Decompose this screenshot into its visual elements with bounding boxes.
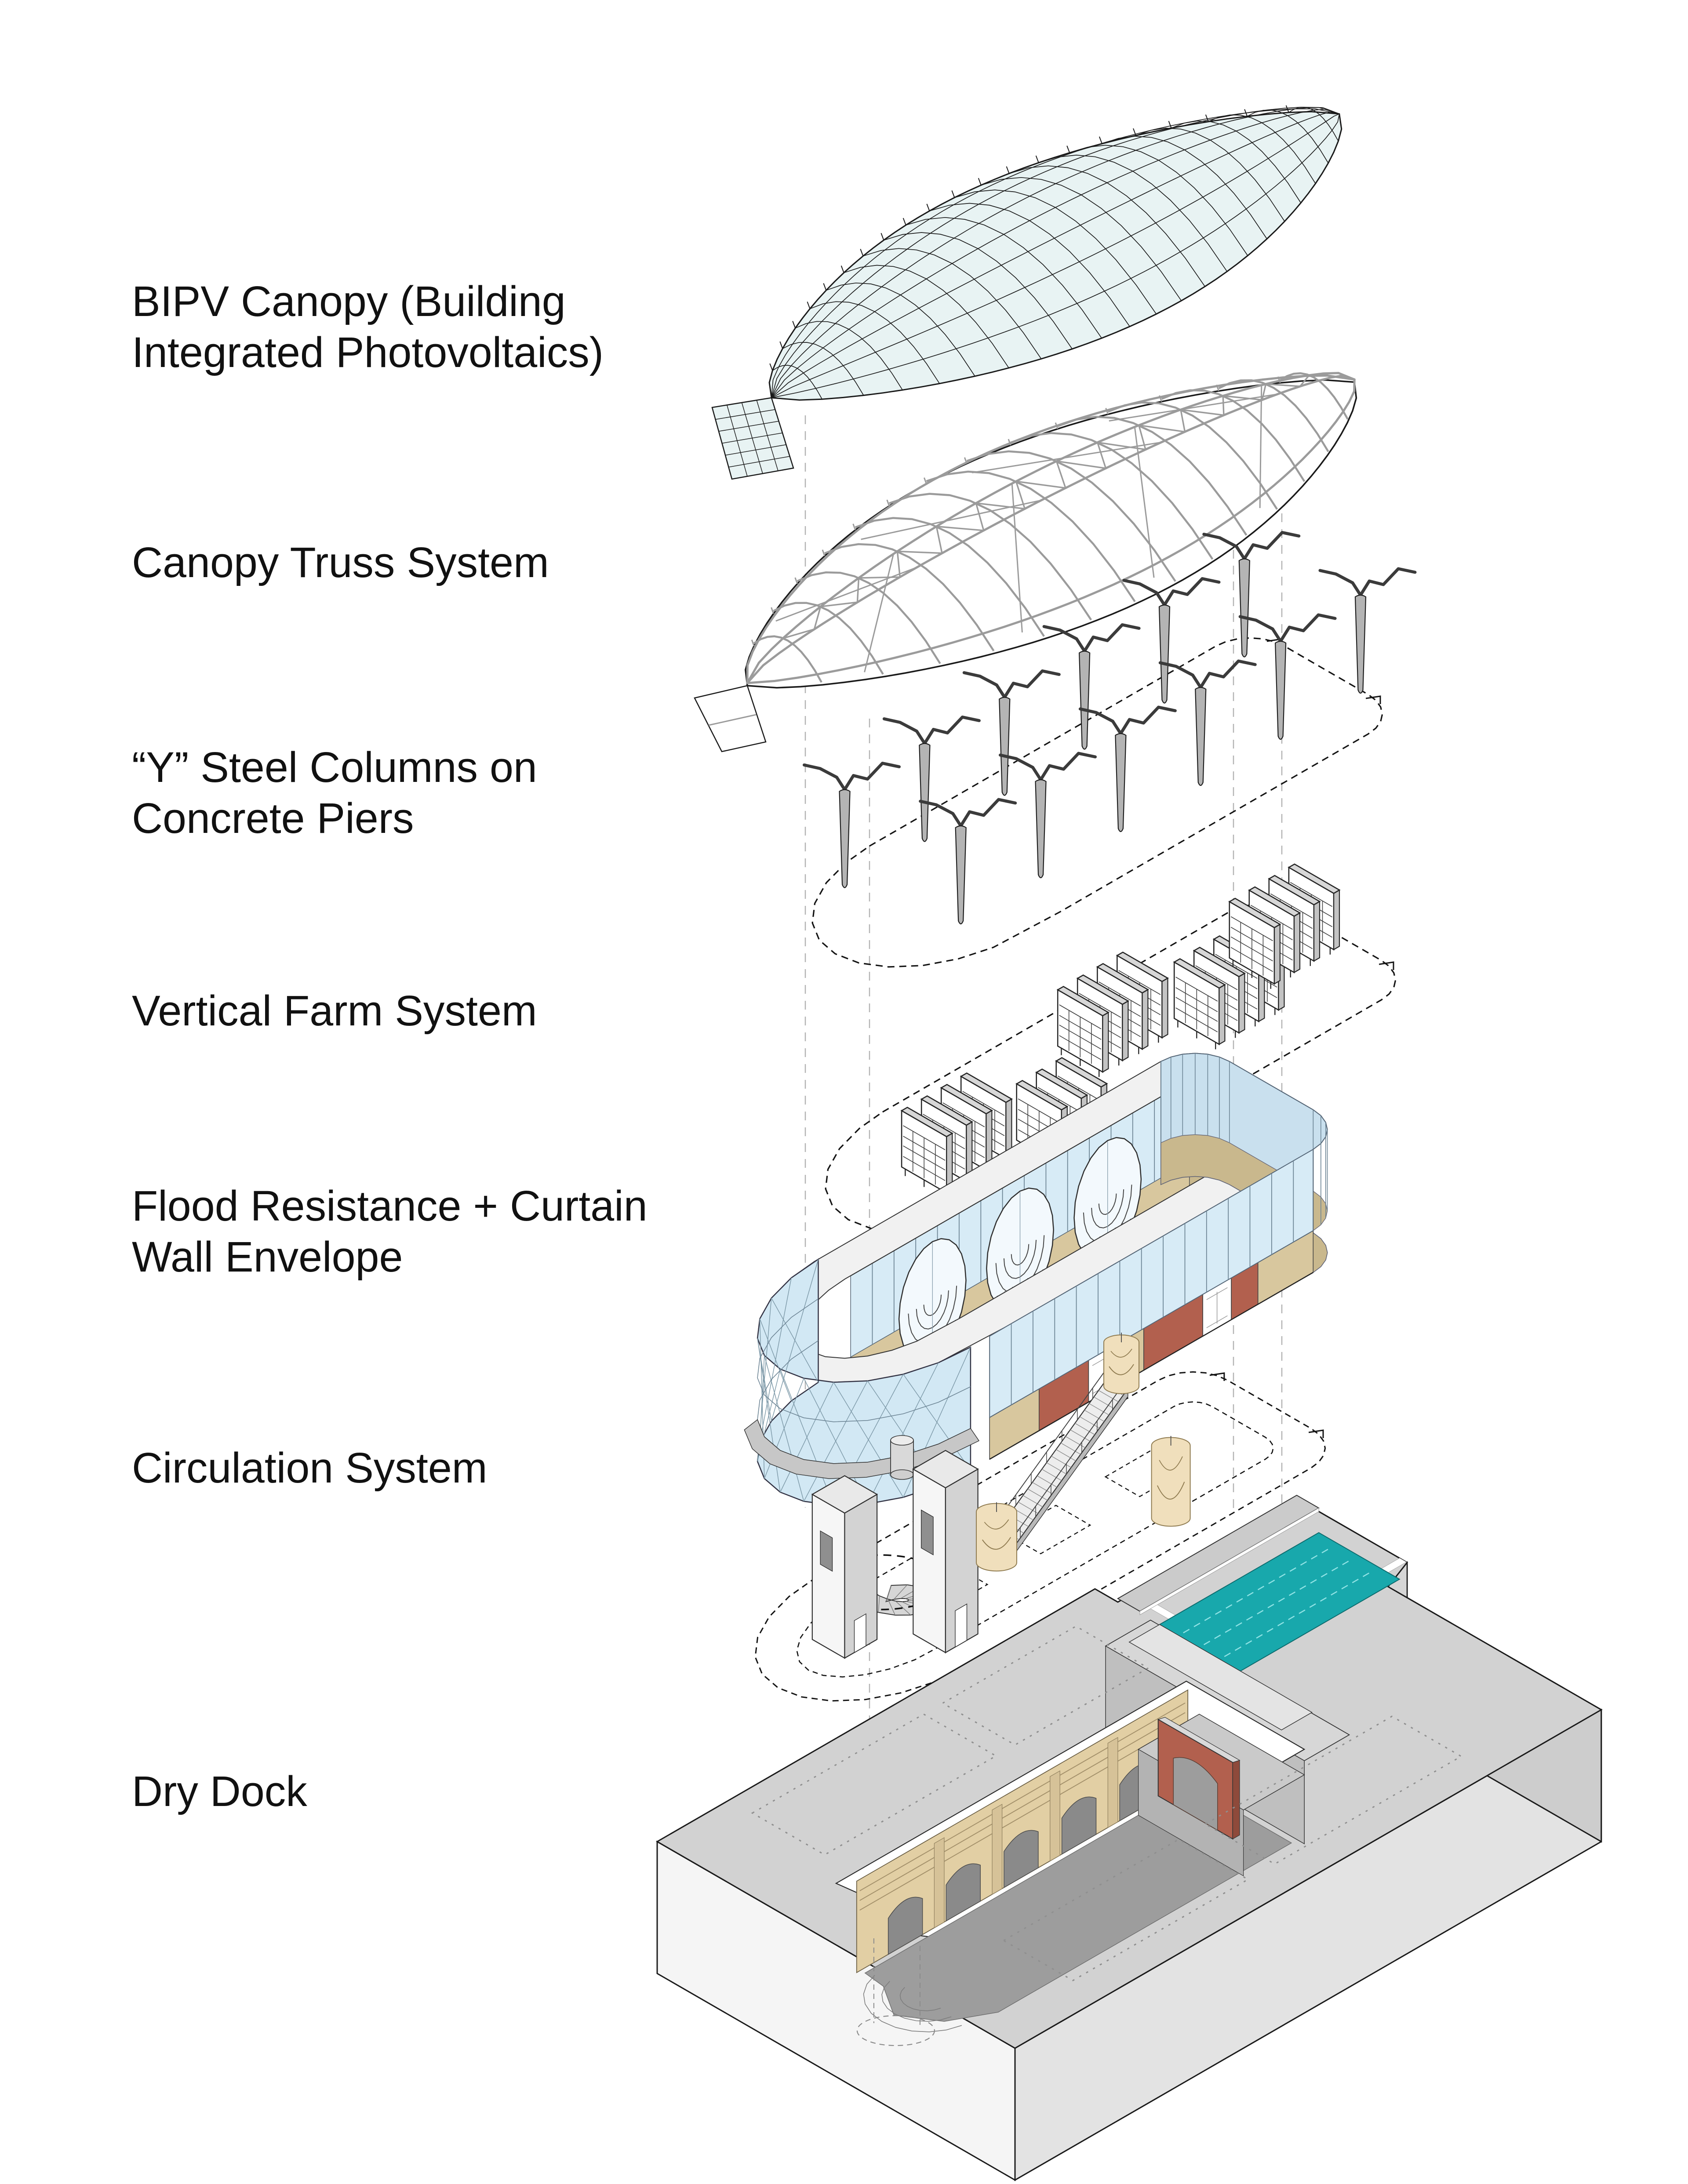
label-vertical-farm: Vertical Farm System xyxy=(132,987,537,1035)
label-flood-envelope: Flood Resistance + Curtain Wall Envelope xyxy=(132,1182,648,1281)
bipv-canopy-drawing xyxy=(711,105,1342,480)
label-bipv-canopy: BIPV Canopy (Building Integrated Photovo… xyxy=(132,277,604,377)
vertical-farm-drawing xyxy=(825,863,1397,1234)
circulation-drawing xyxy=(754,1333,1326,1702)
y-columns-drawing xyxy=(803,531,1417,968)
label-y-steel-columns: “Y” Steel Columns on Concrete Piers xyxy=(132,743,537,843)
label-circulation: Circulation System xyxy=(132,1444,487,1492)
label-dry-dock: Dry Dock xyxy=(132,1767,307,1815)
curtain-wall-envelope-drawing xyxy=(744,1053,1328,1506)
label-canopy-truss: Canopy Truss System xyxy=(132,538,549,586)
dry-dock-drawing xyxy=(656,1494,1603,2181)
canopy-truss-drawing xyxy=(694,372,1357,752)
